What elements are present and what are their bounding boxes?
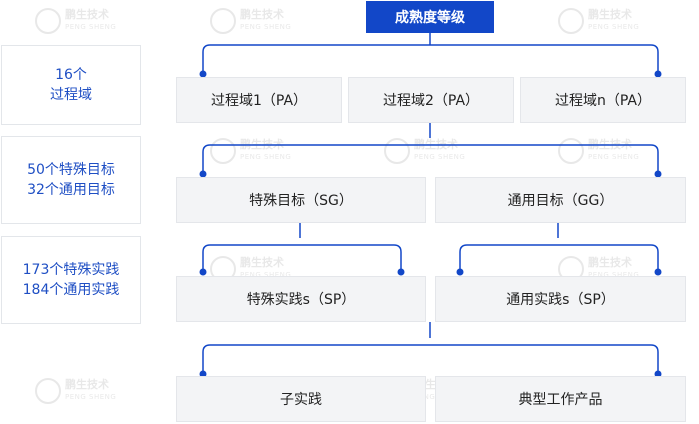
side-text-line: 32个通用目标 (27, 182, 115, 198)
generic-goal-node: 通用目标（GG） (435, 177, 686, 223)
maturity-level-node: 成熟度等级 (366, 1, 494, 33)
process-area-2-node: 过程域2（PA） (348, 77, 514, 123)
side-text-line: 173个特殊实践 (22, 262, 120, 278)
subpractice-node: 子实践 (176, 376, 426, 422)
specific-goal-node: 特殊目标（SG） (176, 177, 426, 223)
specific-practice-node: 特殊实践s（SP） (176, 276, 426, 322)
side-process-area-count: 16个 过程域 (1, 45, 141, 125)
process-area-1-node: 过程域1（PA） (176, 77, 342, 123)
process-area-n-node: 过程域n（PA） (520, 77, 686, 123)
side-practice-count: 173个特殊实践 184个通用实践 (1, 236, 141, 324)
side-text-line: 50个特殊目标 (27, 162, 115, 178)
typical-work-product-node: 典型工作产品 (435, 376, 686, 422)
side-goal-count: 50个特殊目标 32个通用目标 (1, 136, 141, 224)
side-text-line: 过程域 (50, 87, 92, 103)
generic-practice-node: 通用实践s（SP） (435, 276, 686, 322)
side-text-line: 184个通用实践 (22, 282, 120, 298)
side-text-line: 16个 (55, 67, 87, 83)
